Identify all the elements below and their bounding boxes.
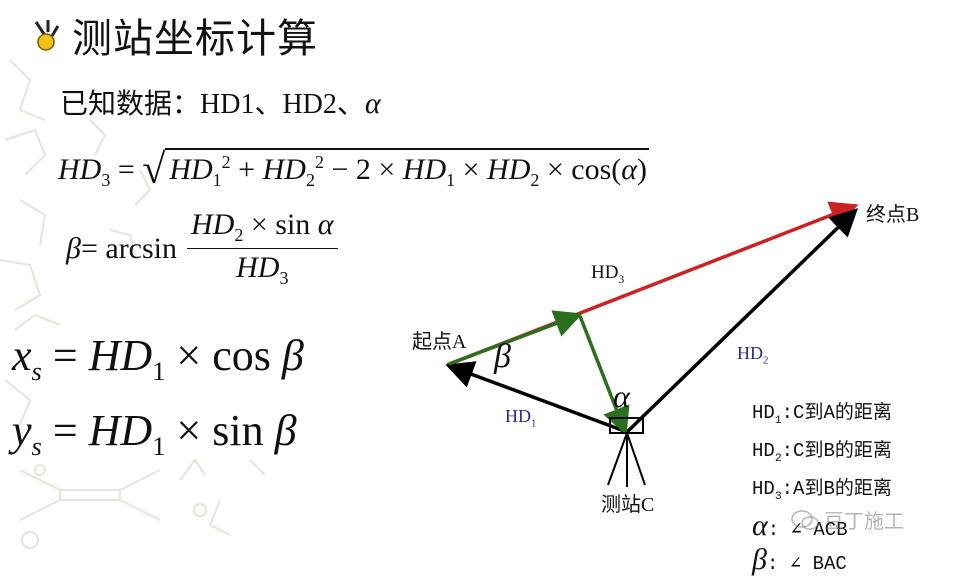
minus: − 2 ×	[323, 153, 403, 186]
equals-arcsin: = arcsin	[80, 231, 178, 265]
hd1-text: HD	[505, 406, 531, 426]
num-sin: × sin	[243, 208, 318, 241]
term-hd1b-sub: 1	[446, 170, 456, 190]
close-paren: )	[637, 153, 648, 186]
legend-text: :C到A的距离	[781, 402, 892, 424]
term-hd1-sup: 2	[221, 152, 231, 172]
hd3-sub: 3	[618, 273, 625, 286]
watermark: 豆丁施工	[790, 505, 904, 534]
hd3-lhs-sub: 3	[101, 170, 111, 190]
num-alpha: α	[317, 208, 334, 241]
legend-beta-symbol: β	[752, 543, 767, 577]
num-sub: 2	[234, 225, 244, 245]
legend-row-hd1: HD1:C到A的距离	[752, 398, 892, 436]
label-point-b: 终点B	[866, 204, 920, 226]
legend-alpha-text: : ∠ ACB	[767, 519, 848, 542]
xs-hd: HD	[88, 331, 153, 380]
xs-beta: β	[281, 331, 304, 380]
hd1-sub: 1	[531, 417, 537, 430]
hd2-sub: 2	[763, 354, 769, 367]
formula-xs: xs = HD1 × cos β	[12, 330, 304, 387]
projection-line-a	[448, 310, 583, 366]
times: ×	[455, 153, 488, 186]
label-hd2: HD2	[737, 343, 768, 367]
geometry-diagram	[445, 201, 859, 487]
watermark-text: 豆丁施工	[824, 509, 904, 533]
term-hd2b: HD	[487, 153, 531, 186]
known-data-label: 已知数据：HD1、HD2、	[60, 89, 365, 120]
ys-hd-sub: 1	[152, 430, 166, 461]
legend-text: :C到B的距离	[781, 439, 892, 462]
xs-sub: s	[31, 355, 42, 386]
fraction: HD2 × sin α HD3	[187, 208, 338, 289]
term-hd2: HD	[262, 153, 306, 186]
ys-sin: × sin	[165, 406, 275, 455]
legend-sub: 1	[774, 414, 782, 427]
ys-hd: HD	[88, 406, 153, 455]
term-hd1-sub: 1	[212, 170, 222, 190]
label-angle-beta: β	[494, 338, 511, 375]
plus: +	[230, 153, 263, 186]
equals: =	[41, 331, 89, 380]
term-hd1: HD	[169, 153, 213, 186]
bullet-bee-icon	[34, 20, 60, 51]
xs-cos: × cos	[165, 331, 282, 380]
legend-hd: HD	[752, 402, 775, 424]
label-point-a: 起点A	[412, 331, 467, 353]
hd2-text: HD	[737, 343, 763, 363]
label-hd1: HD1	[505, 406, 536, 430]
term-hd2-sub: 2	[305, 170, 315, 190]
legend-row-alpha: α: ∠ ACB	[752, 511, 892, 545]
label-station-c: 测站C	[601, 494, 655, 516]
legend-sub: 3	[774, 490, 782, 503]
title-text: 测站坐标计算	[72, 16, 318, 61]
formula-hd3: HD3 = √HD12 + HD22 − 2 × HD1 × HD2 × cos…	[58, 142, 650, 193]
term-hd2-sup: 2	[314, 152, 324, 172]
beta-lhs: β	[66, 231, 81, 265]
label-angle-alpha: α	[613, 378, 630, 414]
legend-row-hd3: HD3:A到B的距离	[752, 474, 892, 512]
known-alpha: α	[364, 87, 381, 120]
legend-hd: HD	[752, 477, 775, 500]
legend-hd: HD	[752, 439, 775, 462]
legend-text: :A到B的距离	[781, 477, 892, 500]
ys-var: y	[12, 406, 32, 455]
equals: =	[41, 406, 89, 455]
formula-ys: ys = HD1 × sin β	[12, 405, 297, 462]
formula-beta: β = arcsin HD2 × sin α HD3	[66, 208, 338, 289]
projection-line-c	[578, 315, 630, 436]
xs-hd-sub: 1	[152, 355, 166, 386]
hd3-lhs: HD	[58, 153, 102, 186]
ys-beta: β	[274, 406, 297, 455]
ys-sub: s	[31, 430, 42, 461]
radical-sign-icon: √	[142, 147, 166, 193]
wechat-logo-icon	[791, 509, 819, 530]
hd3-text: HD	[591, 262, 619, 283]
background-pattern	[0, 59, 266, 549]
legend-row-beta: β: ∠ BAC	[752, 545, 892, 579]
legend: HD1:C到A的距离 HD2:C到B的距离 HD3:A到B的距离 α: ∠ AC…	[752, 398, 892, 579]
numerator: HD2 × sin α	[187, 208, 338, 249]
known-data-line: 已知数据：HD1、HD2、α	[60, 82, 381, 122]
hd1-line	[445, 361, 628, 434]
den-sub: 3	[279, 268, 289, 288]
legend-sub: 2	[774, 452, 782, 465]
alpha: α	[621, 153, 638, 186]
legend-beta-text: : ∠ BAC	[766, 553, 847, 576]
times-cos: × cos(	[539, 153, 622, 186]
legend-row-hd2: HD2:C到B的距离	[752, 436, 892, 474]
slide-title: 测站坐标计算	[28, 6, 318, 64]
den-hd: HD	[236, 251, 280, 284]
label-hd3: HD3	[591, 262, 624, 286]
term-hd2b-sub: 2	[530, 170, 540, 190]
term-hd1b: HD	[402, 153, 447, 186]
hd2-line	[625, 208, 859, 434]
equals: =	[110, 153, 143, 186]
tripod-icon	[607, 432, 646, 487]
num-hd: HD	[191, 208, 235, 241]
xs-var: x	[12, 331, 32, 380]
legend-alpha-symbol: α	[752, 509, 768, 543]
square-root: √HD12 + HD22 − 2 × HD1 × HD2 × cos(α)	[142, 142, 650, 193]
denominator: HD3	[236, 249, 288, 289]
